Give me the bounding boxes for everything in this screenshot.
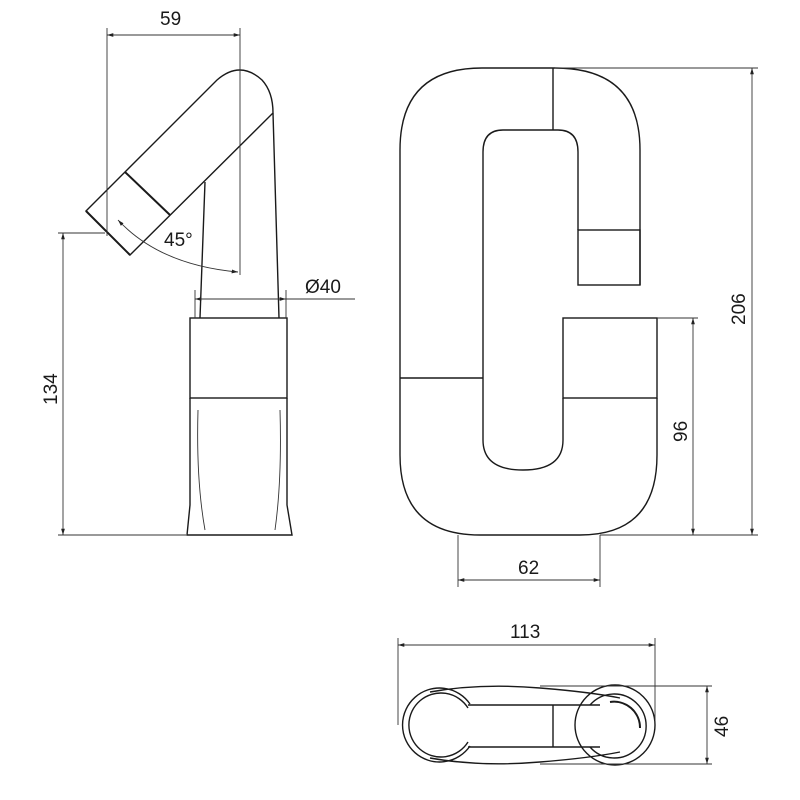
- dim-angle: 45°: [164, 230, 193, 251]
- dim-62: 62: [518, 558, 539, 579]
- dim-46: 46: [712, 716, 733, 737]
- knurled-band: [189, 317, 288, 399]
- dim-diameter: Ø40: [305, 277, 341, 298]
- dim-59: 59: [160, 9, 181, 30]
- top-view: 113 46: [397, 622, 733, 766]
- side-view: 59 45° Ø40 134: [41, 9, 355, 536]
- dim-96: 96: [671, 421, 692, 442]
- body-contour: [197, 409, 281, 531]
- cartridge: [577, 229, 641, 286]
- front-view: 206 96 62: [399, 67, 758, 587]
- spout: [85, 69, 274, 256]
- dim-206: 206: [729, 293, 750, 325]
- aerator-line: [124, 171, 171, 216]
- handle-ring: [574, 684, 656, 766]
- dim-113: 113: [510, 622, 540, 643]
- body-lower: [186, 398, 293, 536]
- knurled-handle: [562, 317, 658, 399]
- body-upper: [199, 112, 280, 319]
- c-body-outer: [399, 67, 658, 536]
- c-body-inner: [482, 129, 579, 471]
- angle-arc: [117, 219, 239, 274]
- dim-134: 134: [41, 373, 62, 405]
